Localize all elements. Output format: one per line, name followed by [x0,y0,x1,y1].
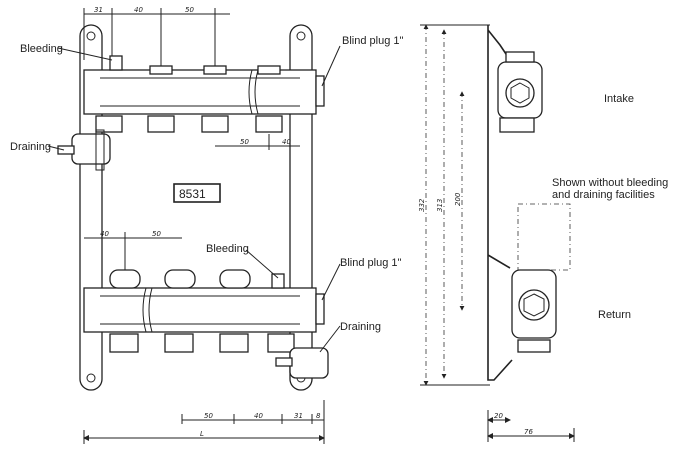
label-shown-without-1: Shown without bleeding [552,177,668,189]
label-model: 8531 [179,187,206,201]
bottom-manifold [83,269,329,379]
label-bleeding-bottom: Bleeding [206,243,249,255]
dim-side-20: 20 [494,412,503,420]
dim-vert-332: 332 [418,198,426,212]
top-bleeding-valve [109,55,123,71]
dim-bot-8: 8 [316,412,321,420]
top-manifold [57,55,325,171]
dim-bot-L: L [200,430,204,438]
label-bleeding-top: Bleeding [20,43,63,55]
top-draining-valve [57,129,111,171]
dim-top-40: 40 [134,6,143,14]
label-draining-bottom: Draining [340,321,381,333]
model-box [173,183,221,203]
dim-bot-40: 40 [254,412,263,420]
top-valve-2 [201,65,229,133]
dim-mid-40: 40 [100,230,109,238]
bottom-valve-1 [109,269,141,353]
dim-vert-200: 200 [454,192,462,206]
dim-vert-313: 313 [436,199,444,212]
side-phantom-box [517,203,571,271]
side-return [511,269,557,353]
label-return: Return [598,309,631,321]
dim-side-76: 76 [524,428,533,436]
label-intake: Intake [604,93,634,105]
top-valve-3 [255,65,283,133]
dim-bot-50: 50 [204,412,213,420]
label-blind-plug-top: Blind plug 1" [342,35,403,47]
bottom-blind-plug [315,293,325,325]
bottom-valve-2 [164,269,196,353]
dim-right-50: 50 [240,138,249,146]
dim-top-31: 31 [94,6,103,14]
bottom-bleeding-valve [271,273,285,289]
bottom-valve-3 [219,269,251,353]
side-intake [497,51,543,133]
label-blind-plug-bottom: Blind plug 1" [340,257,401,269]
label-draining-top: Draining [10,141,51,153]
label-shown-without-2: and draining facilities [552,189,655,201]
dim-right-40: 40 [282,138,291,146]
top-blind-plug [315,75,325,107]
top-valve-0 [95,115,123,133]
side-bracket-profile [487,25,513,381]
top-valve-1 [147,65,175,133]
bottom-valve-4 [267,333,295,353]
dim-bot-31: 31 [294,412,303,420]
dim-top-50: 50 [185,6,194,14]
bottom-draining-valve [275,347,329,379]
dim-mid-50: 50 [152,230,161,238]
